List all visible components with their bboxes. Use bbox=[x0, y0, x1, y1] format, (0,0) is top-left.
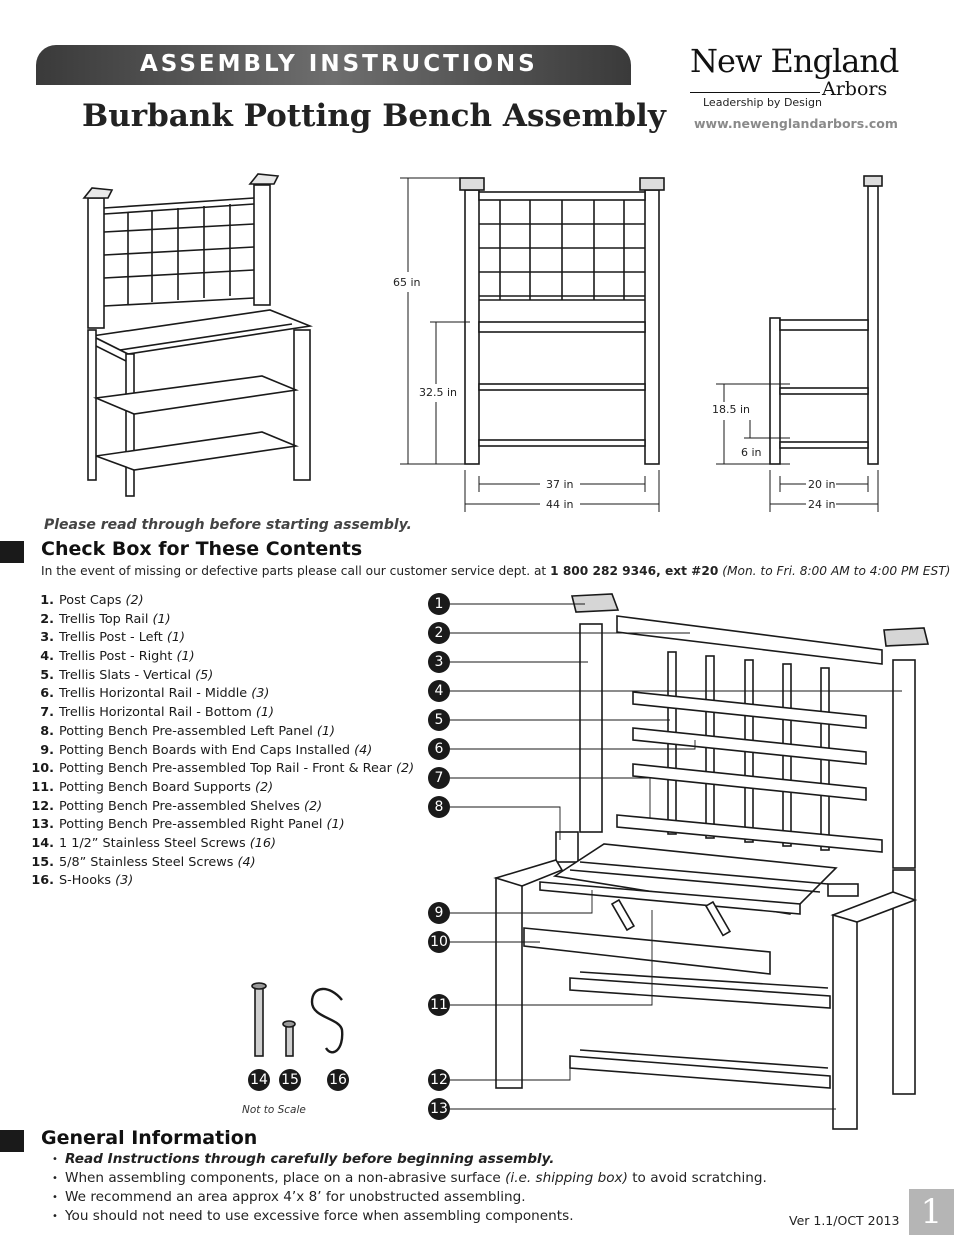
callout-7: 7 bbox=[428, 767, 450, 789]
list-item: When assembling components, place on a n… bbox=[52, 1170, 767, 1189]
callout-12: 12 bbox=[428, 1069, 450, 1091]
bench-side-elevation bbox=[769, 175, 883, 465]
logo-rule bbox=[690, 92, 820, 93]
list-item: We recommend an area approx 4’x 8’ for u… bbox=[52, 1189, 767, 1208]
list-item: Read Instructions through carefully befo… bbox=[52, 1151, 767, 1170]
dim-depth-outer: 24 in bbox=[808, 498, 836, 511]
callout-4: 4 bbox=[428, 680, 450, 702]
list-item: 13.Potting Bench Pre-assembled Right Pan… bbox=[31, 817, 345, 833]
logo-name: New England bbox=[690, 42, 899, 80]
dim-height-bench: 32.5 in bbox=[419, 386, 457, 399]
list-item: You should not need to use excessive for… bbox=[52, 1208, 767, 1227]
phone-number[interactable]: 1 800 282 9346, ext #20 bbox=[550, 564, 719, 578]
general-info-list: Read Instructions through carefully befo… bbox=[52, 1151, 767, 1227]
list-item: 10.Potting Bench Pre-assembled Top Rail … bbox=[31, 761, 415, 777]
callout-8: 8 bbox=[428, 796, 450, 818]
callout-14: 14 bbox=[248, 1069, 270, 1091]
list-item: 16.S-Hooks (3) bbox=[31, 873, 134, 889]
callout-6: 6 bbox=[428, 738, 450, 760]
list-item: 7.Trellis Horizontal Rail - Bottom (1) bbox=[40, 705, 275, 721]
callout-2: 2 bbox=[428, 622, 450, 644]
callout-13: 13 bbox=[428, 1098, 450, 1120]
general-info-heading: General Information bbox=[41, 1127, 258, 1149]
callout-9: 9 bbox=[428, 902, 450, 924]
version-label: Ver 1.1/OCT 2013 bbox=[789, 1213, 900, 1228]
not-to-scale-note: Not to Scale bbox=[242, 1104, 306, 1116]
bench-front-elevation bbox=[459, 177, 665, 465]
section-marker bbox=[0, 541, 24, 563]
list-item: 5.Trellis Slats - Vertical (5) bbox=[40, 667, 214, 683]
list-item: 11.Potting Bench Board Supports (2) bbox=[31, 779, 274, 795]
callout-16: 16 bbox=[327, 1069, 349, 1091]
list-item: 9.Potting Bench Boards with End Caps Ins… bbox=[40, 742, 373, 758]
dimension-lines bbox=[400, 177, 879, 512]
check-contents-heading: Check Box for These Contents bbox=[41, 538, 363, 560]
list-item: 12.Potting Bench Pre-assembled Shelves (… bbox=[31, 798, 323, 814]
callout-5: 5 bbox=[428, 709, 450, 731]
header-banner: ASSEMBLY INSTRUCTIONS bbox=[36, 45, 631, 85]
page-number: 1 bbox=[909, 1189, 954, 1235]
hardware-illustration bbox=[251, 982, 344, 1057]
exploded-parts-illustration bbox=[493, 593, 930, 1130]
dim-shelf-height: 18.5 in bbox=[712, 403, 750, 416]
callout-11: 11 bbox=[428, 994, 450, 1016]
list-item: 8.Potting Bench Pre-assembled Left Panel… bbox=[40, 723, 336, 739]
dim-depth-inner: 20 in bbox=[808, 478, 836, 491]
bench-perspective-illustration bbox=[82, 173, 314, 497]
section-marker bbox=[0, 1130, 24, 1152]
dim-height-total: 65 in bbox=[393, 276, 421, 289]
page-title: Burbank Potting Bench Assembly bbox=[82, 98, 666, 134]
dim-bottom-shelf: 6 in bbox=[741, 446, 762, 459]
banner-text: ASSEMBLY INSTRUCTIONS bbox=[140, 51, 538, 77]
callout-15: 15 bbox=[279, 1069, 301, 1091]
list-item: 1.Post Caps (2) bbox=[40, 593, 144, 608]
dim-width-inner: 37 in bbox=[546, 478, 574, 491]
list-item: 4.Trellis Post - Right (1) bbox=[40, 649, 195, 665]
logo-tagline: Leadership by Design bbox=[703, 96, 822, 109]
list-item: 2.Trellis Top Rail (1) bbox=[40, 611, 171, 627]
list-item: 3.Trellis Post - Left (1) bbox=[40, 630, 186, 646]
callout-10: 10 bbox=[428, 931, 450, 953]
dim-width-outer: 44 in bbox=[546, 498, 574, 511]
read-through-note: Please read through before starting asse… bbox=[44, 517, 412, 533]
list-item: 15.5/8” Stainless Steel Screws (4) bbox=[31, 854, 256, 870]
contact-line: In the event of missing or defective par… bbox=[41, 564, 950, 578]
website-url[interactable]: www.newenglandarbors.com bbox=[694, 116, 898, 131]
list-item: 6.Trellis Horizontal Rail - Middle (3) bbox=[40, 686, 270, 702]
parts-list: 1.Post Caps (2) 2.Trellis Top Rail (1) 3… bbox=[26, 593, 414, 892]
callout-3: 3 bbox=[428, 651, 450, 673]
logo-sub: Arbors bbox=[822, 78, 888, 100]
callout-leaders bbox=[450, 603, 902, 1110]
contact-prefix: In the event of missing or defective par… bbox=[41, 564, 551, 578]
callout-1: 1 bbox=[428, 593, 450, 615]
service-hours: (Mon. to Fri. 8:00 AM to 4:00 PM EST) bbox=[722, 564, 951, 578]
list-item: 14.1 1/2” Stainless Steel Screws (16) bbox=[31, 835, 276, 851]
